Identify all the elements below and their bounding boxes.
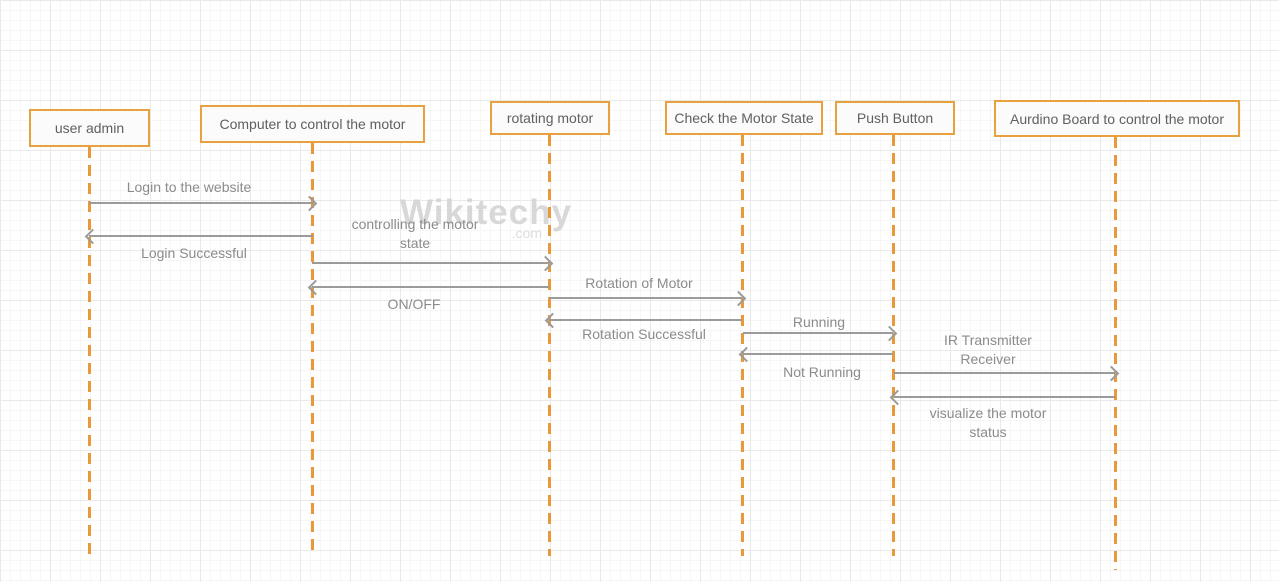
lifeline-rotating-motor [548, 135, 551, 556]
watermark: Wikitechy .com [400, 193, 573, 241]
message-arrow-visualize-the-motor-status [894, 396, 1115, 398]
message-label-visualize-the-motor-status: visualize the motor status [929, 405, 1047, 440]
message-label-on-off: ON/OFF [387, 296, 441, 312]
message-arrow-not-running [743, 353, 893, 355]
lifeline-check-motor-state [741, 135, 744, 556]
message-arrow-login-successful [89, 235, 313, 237]
lifeline-push-button [892, 135, 895, 556]
message-arrow-rotation-of-motor [549, 297, 742, 299]
lifeline-user-admin [88, 147, 91, 558]
message-label-rotation-of-motor: Rotation of Motor [585, 275, 693, 291]
actor-box-arduino-board: Aurdino Board to control the motor [994, 100, 1240, 137]
actor-box-rotating-motor: rotating motor [490, 101, 610, 135]
message-arrow-login-to-the-website [89, 202, 313, 204]
message-arrow-running [743, 332, 893, 334]
actor-box-user-admin: user admin [29, 109, 150, 147]
message-label-controlling-the-motor-state: controlling the motor state [351, 216, 479, 251]
lifeline-computer [311, 143, 314, 556]
actor-box-check-motor-state: Check the Motor State [665, 101, 823, 135]
message-label-not-running: Not Running [783, 364, 861, 380]
watermark-brand: Wikitechy [400, 193, 573, 232]
lifeline-arduino-board [1114, 137, 1117, 570]
message-label-login-successful: Login Successful [141, 245, 247, 261]
watermark-domain: .com [511, 225, 542, 241]
message-label-running: Running [792, 314, 846, 330]
message-arrow-ir-transmitter-receiver [894, 372, 1115, 374]
message-arrow-controlling-the-motor-state [312, 262, 549, 264]
message-label-login-to-the-website: Login to the website [126, 179, 252, 195]
message-label-ir-transmitter-receiver: IR Transmitter Receiver [944, 332, 1032, 367]
message-arrow-rotation-successful [549, 319, 742, 321]
actor-box-push-button: Push Button [835, 101, 955, 135]
actor-box-computer: Computer to control the motor [200, 105, 425, 143]
message-label-rotation-successful: Rotation Successful [582, 326, 706, 342]
message-arrow-on-off [312, 286, 549, 288]
